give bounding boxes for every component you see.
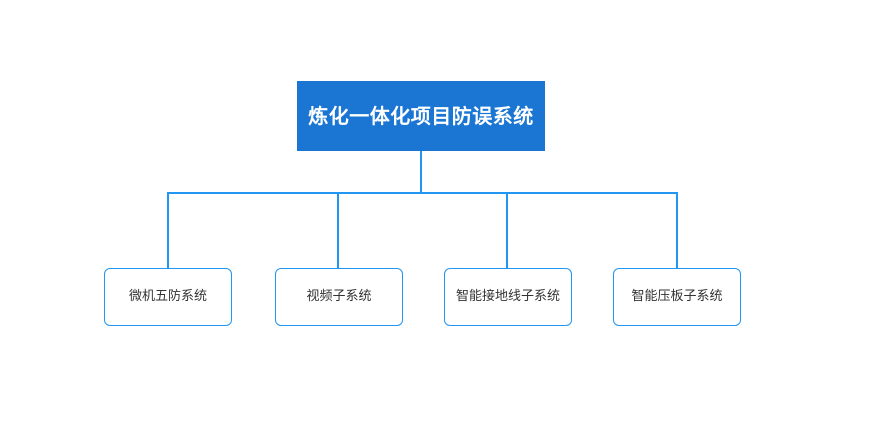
child-node-3-label: 智能接地线子系统 (455, 288, 560, 304)
child-node-3[interactable]: 智能接地线子系统 (444, 268, 572, 326)
child-node-4[interactable]: 智能压板子系统 (613, 268, 741, 326)
child-node-2[interactable]: 视频子系统 (275, 268, 403, 326)
root-node-label: 炼化一体化项目防误系统 (308, 104, 534, 128)
child-node-2-label: 视频子系统 (306, 288, 372, 304)
root-node[interactable]: 炼化一体化项目防误系统 (297, 81, 545, 151)
child-node-1-label: 微机五防系统 (128, 288, 207, 304)
child-node-1[interactable]: 微机五防系统 (104, 268, 232, 326)
child-node-4-label: 智能压板子系统 (631, 288, 723, 304)
